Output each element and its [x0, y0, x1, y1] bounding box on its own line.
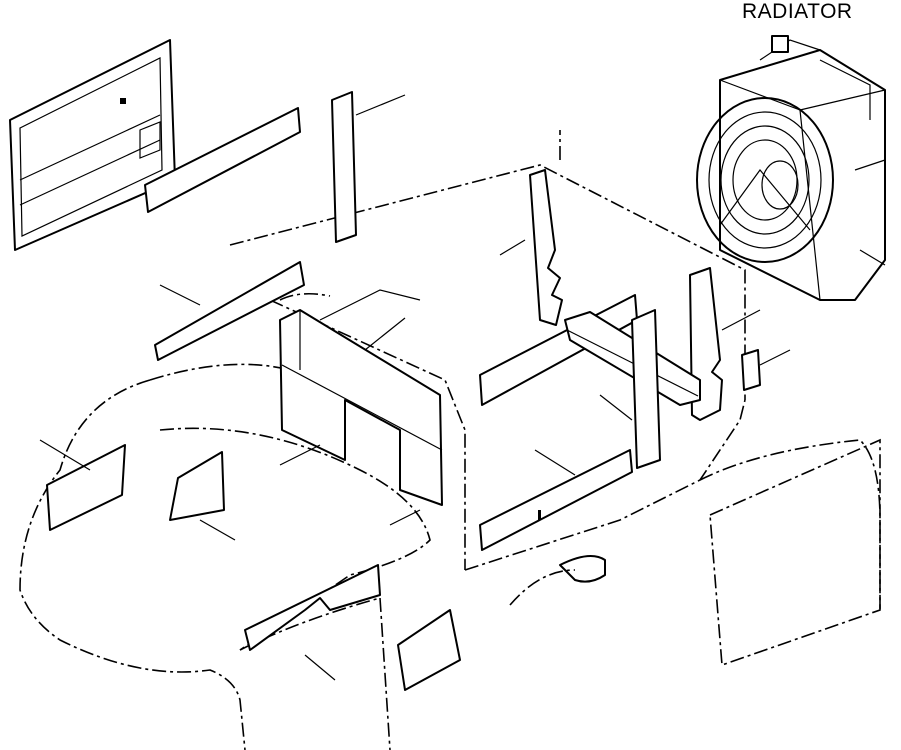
seat-cushion-pad [279, 289, 443, 526]
floor-notched-strip [244, 564, 381, 681]
radiator-label: RADIATOR [742, 0, 853, 23]
left-side-pad [39, 439, 126, 531]
small-block-pad [741, 349, 791, 391]
upper-long-strip [144, 107, 301, 213]
step-pad [509, 555, 606, 606]
bracket-plate-left [499, 169, 563, 326]
side-panel [709, 438, 881, 667]
radiator-fan-shroud [696, 97, 834, 263]
left-floor-strip [154, 261, 305, 361]
vertical-post-pad [331, 91, 406, 243]
center-vertical-post [599, 309, 661, 469]
lower-floor-strip [479, 449, 633, 551]
floor-trapezoid-pad [169, 451, 236, 541]
access-cover [397, 609, 461, 691]
radiator-assembly [696, 35, 886, 301]
machine-body-outline [19, 130, 881, 750]
rear-door-panel [9, 39, 176, 251]
